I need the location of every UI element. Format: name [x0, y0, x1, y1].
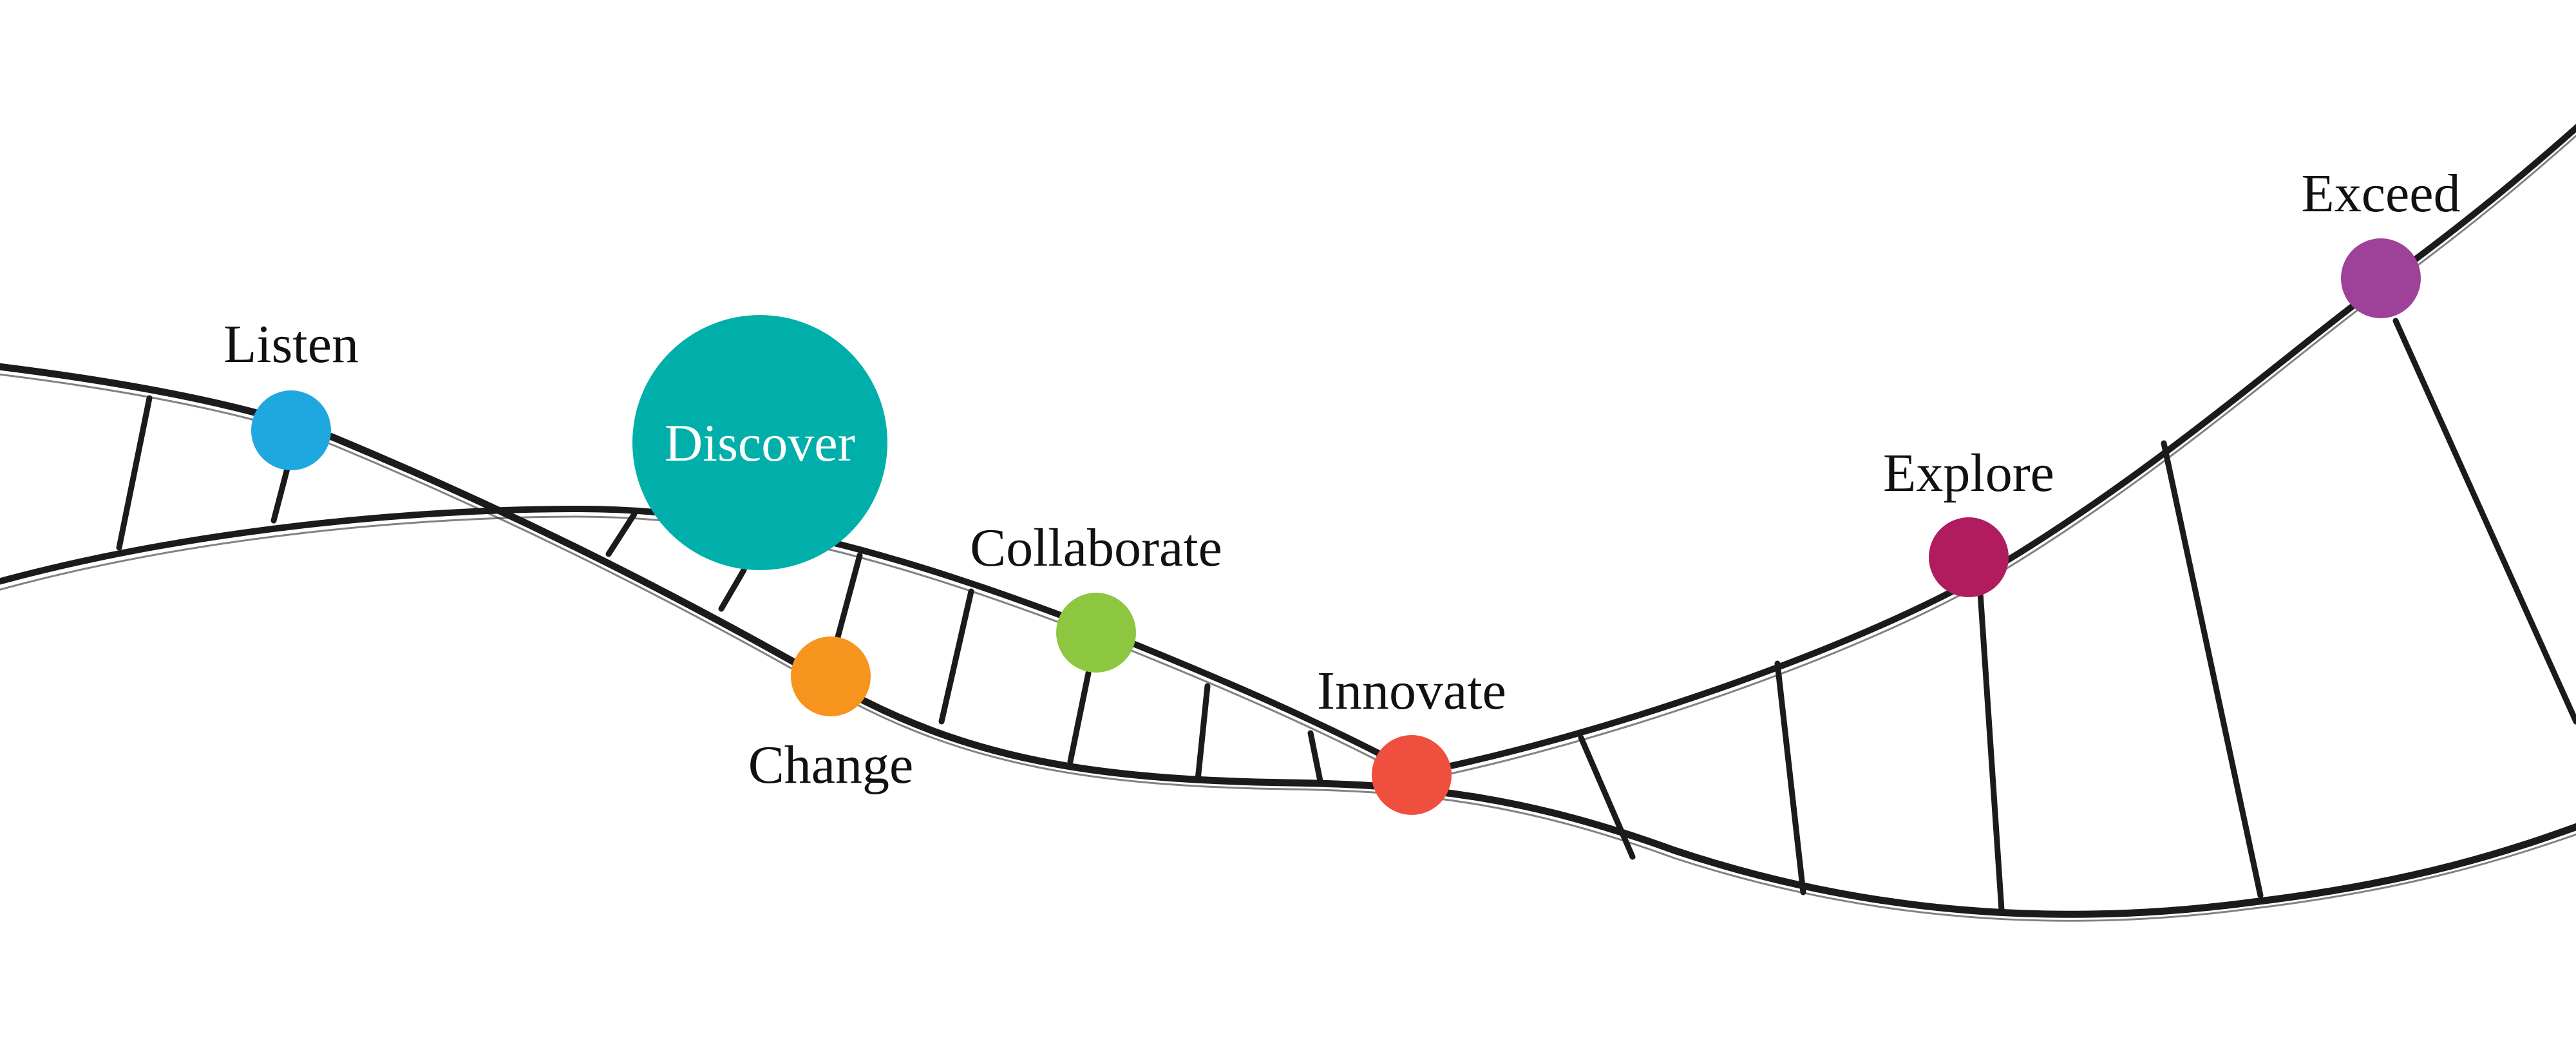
- node-listen: [251, 390, 331, 470]
- label-listen: Listen: [223, 314, 359, 374]
- helix-rung: [1774, 660, 1806, 895]
- node-explore: [1929, 517, 2009, 597]
- label-discover: Discover: [665, 414, 855, 472]
- helix-strands: [0, 124, 2576, 922]
- helix-strand-b-trace: [0, 134, 2576, 782]
- helix-rung: [1977, 589, 2005, 913]
- helix-rung: [833, 552, 863, 647]
- helix-rung: [938, 588, 974, 725]
- node-innovate: [1372, 735, 1452, 815]
- label-exceed: Exceed: [2301, 164, 2460, 224]
- helix-strand-a: [0, 363, 2576, 918]
- helix-rung: [270, 461, 292, 524]
- stage-labels: Listen Discover Change Collaborate Innov…: [223, 164, 2461, 795]
- helix-rung: [1067, 670, 1092, 765]
- helix-rung: [116, 395, 153, 551]
- helix-rung: [605, 511, 638, 557]
- node-collaborate: [1056, 593, 1136, 673]
- node-discover: [632, 315, 887, 570]
- helix-rung: [1578, 734, 1636, 860]
- label-explore: Explore: [1883, 443, 2054, 503]
- helix-rung: [1195, 683, 1211, 783]
- helix-strand-b: [0, 124, 2576, 776]
- label-collaborate: Collaborate: [970, 518, 1222, 578]
- label-change: Change: [748, 735, 914, 795]
- node-change: [791, 636, 871, 716]
- helix-rungs: [116, 318, 2576, 913]
- helix-rung: [1307, 730, 1323, 784]
- stage-nodes: [251, 238, 2421, 815]
- helix-rung: [2161, 440, 2264, 899]
- helix-rung: [718, 567, 747, 612]
- label-innovate: Innovate: [1317, 661, 1506, 721]
- node-exceed: [2341, 238, 2421, 318]
- helix-strand-a-trace: [0, 373, 2576, 922]
- helix-rung: [2392, 318, 2576, 725]
